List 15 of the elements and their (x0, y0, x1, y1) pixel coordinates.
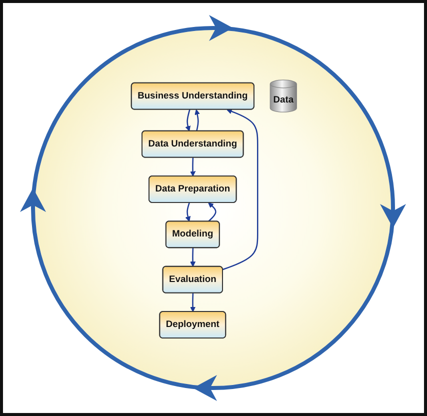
process-box: Evaluation (162, 266, 223, 294)
process-box: Data Understanding (142, 130, 244, 158)
arrow (194, 109, 200, 132)
database-cylinder: Data (270, 80, 297, 112)
arrow (208, 202, 216, 222)
arrow (190, 248, 196, 267)
process-box: Data Preparation (148, 176, 237, 203)
process-box: Business Understanding (130, 82, 254, 110)
process-box: Modeling (165, 220, 220, 248)
arrow (222, 108, 258, 270)
arrow (190, 293, 196, 312)
arrow (185, 202, 191, 222)
arrow (185, 109, 191, 132)
arrow (190, 158, 196, 177)
process-box: Deployment (159, 311, 226, 338)
